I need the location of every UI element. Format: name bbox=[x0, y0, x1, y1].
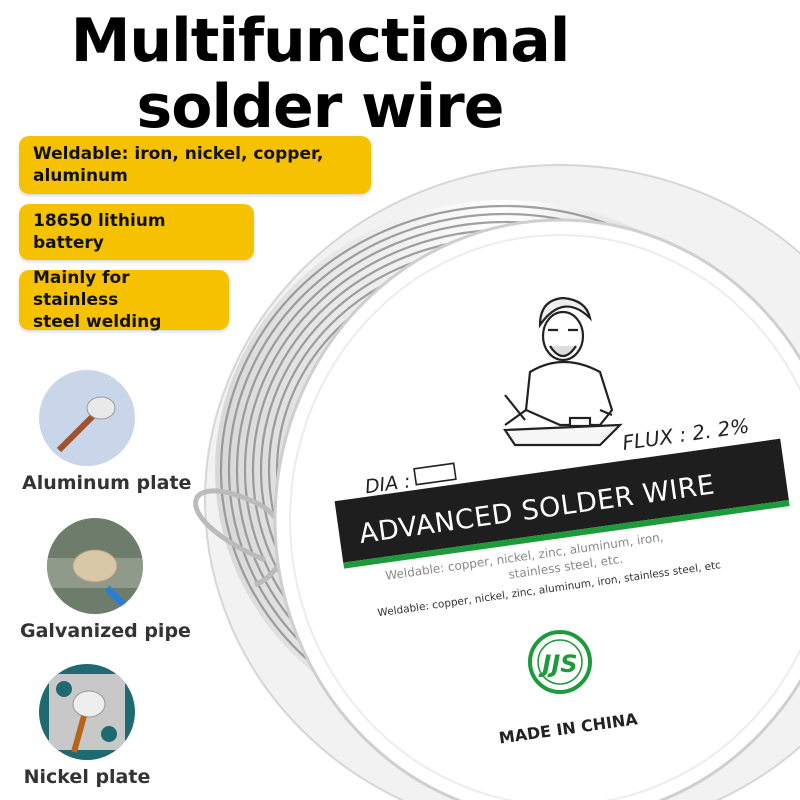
sample-aluminum: Aluminum plate bbox=[22, 370, 192, 494]
headline-line-2: solder wire bbox=[136, 72, 505, 142]
product-band: ADVANCED SOLDER WIRE Weldable: copper, n… bbox=[334, 438, 790, 619]
sample-aluminum-label: Aluminum plate bbox=[22, 472, 192, 494]
feature-weldable: Weldable: iron, nickel, copper, aluminum bbox=[19, 136, 371, 194]
feature-stainless-line-1: Mainly for stainless bbox=[33, 268, 130, 310]
feature-battery-line-1: 18650 lithium battery bbox=[33, 211, 166, 253]
dia-box bbox=[413, 462, 457, 486]
headline: Multifunctional solder wire bbox=[0, 8, 640, 140]
sample-nickel: Nickel plate bbox=[22, 664, 152, 788]
craftsman-illustration bbox=[503, 296, 623, 447]
sample-pipe-label: Galvanized pipe bbox=[20, 620, 191, 642]
aluminum-weld-photo bbox=[39, 370, 135, 466]
feature-weldable-line-1: Weldable: iron, nickel, copper, bbox=[33, 144, 324, 164]
feature-weldable-line-2: aluminum bbox=[33, 166, 128, 186]
sample-pipe: Galvanized pipe bbox=[20, 518, 191, 642]
feature-stainless: Mainly for stainless steel welding bbox=[19, 268, 229, 332]
brand-logo-text: JJS bbox=[538, 650, 577, 678]
headline-line-1: Multifunctional bbox=[70, 6, 571, 76]
nickel-weld-photo bbox=[39, 664, 135, 760]
feature-battery: 18650 lithium battery bbox=[19, 204, 254, 260]
brand-logo: JJS bbox=[528, 630, 592, 694]
feature-stainless-line-2: steel welding bbox=[33, 312, 162, 332]
sample-nickel-label: Nickel plate bbox=[23, 766, 151, 788]
pipe-weld-photo bbox=[47, 518, 143, 614]
